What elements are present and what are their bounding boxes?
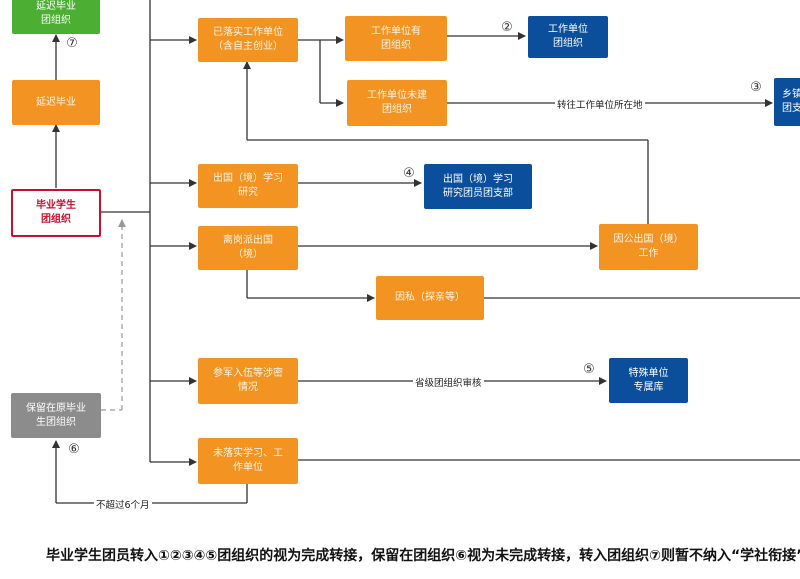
node-abroad-branch: 出国（境）学习 研究团员团支部: [424, 164, 532, 209]
node-graduate: 毕业学生 团组织: [11, 189, 101, 237]
number-5: ⑤: [583, 362, 595, 377]
label-six-months: 不超过6个月: [94, 497, 152, 511]
label-to-workplace: 转往工作单位所在地: [555, 97, 645, 111]
node-military: 参军入伍等涉密 情况: [198, 358, 298, 404]
label-provincial: 省级团组织审核: [413, 375, 484, 389]
node-unit-has: 工作单位有 团组织: [345, 16, 447, 61]
node-employed: 已落实工作单位 （含自主创业）: [198, 18, 298, 62]
number-7: ⑦: [66, 36, 78, 51]
node-private: 因私（探亲等）: [376, 276, 484, 320]
node-retain: 保留在原毕业 生团组织: [11, 393, 101, 438]
node-township: 乡镇 团支: [774, 78, 800, 126]
node-delay-org: 延迟毕业 团组织: [12, 0, 100, 34]
footer-note: 毕业学生团员转入①②③④⑤团组织的视为完成转接，保留在团组织⑥视为未完成转接，转…: [46, 548, 800, 564]
node-special: 特殊单位 专属库: [609, 358, 688, 403]
node-delay: 延迟毕业: [12, 80, 100, 125]
node-unit-org: 工作单位 团组织: [528, 16, 608, 58]
node-leave-abroad: 离岗派出国 （境）: [198, 226, 298, 270]
number-3: ③: [750, 80, 762, 95]
node-public-abroad: 因公出国（境） 工作: [599, 224, 698, 270]
node-unit-none: 工作单位未建 团组织: [347, 80, 447, 126]
number-4: ④: [403, 166, 415, 181]
number-6: ⑥: [68, 442, 80, 457]
node-undecided: 未落实学习、工 作单位: [198, 438, 298, 484]
number-2: ②: [501, 20, 513, 35]
node-abroad-study: 出国（境）学习 研究: [198, 164, 298, 208]
